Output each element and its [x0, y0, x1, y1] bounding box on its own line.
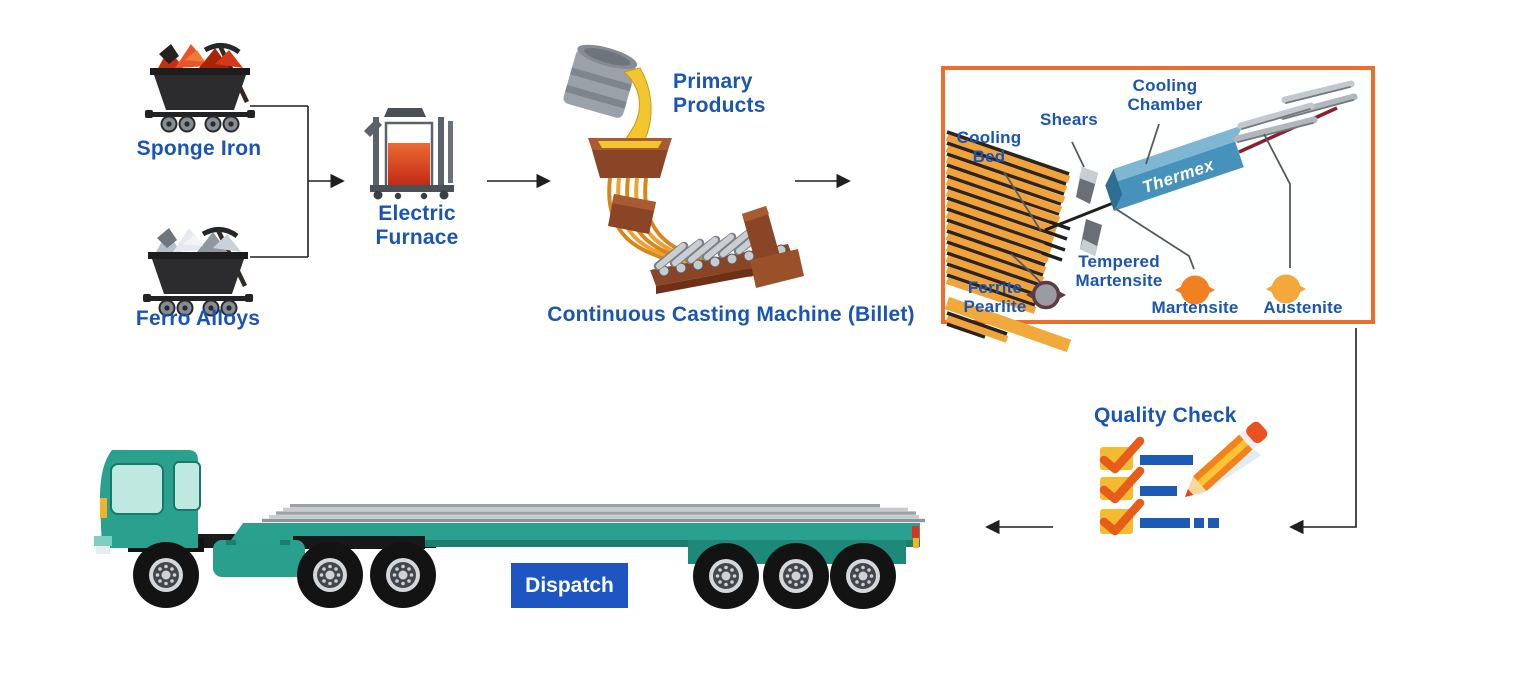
mine-cart-body — [145, 68, 255, 118]
steel-bars-load — [262, 504, 925, 523]
electric-furnace-icon — [364, 108, 454, 200]
mine-cart-body — [143, 252, 253, 302]
cooling-chamber-label: Cooling Chamber — [1127, 76, 1203, 115]
cab-rear-wheel — [297, 542, 363, 608]
ferro-alloys-label: Ferro Alloys — [135, 307, 261, 330]
cooling-bed-label: Cooling Bed — [956, 128, 1022, 167]
quality-check-icon — [1099, 421, 1268, 536]
bed-edge — [944, 296, 1072, 353]
checklist — [1099, 436, 1219, 536]
primary-products-label: Primary Products — [673, 70, 766, 117]
strand-clamp — [608, 194, 656, 234]
tail-light — [912, 526, 919, 538]
ferro-alloy-ore — [155, 228, 241, 254]
tundish — [588, 138, 672, 178]
cooling-section-graphic: Thermex — [944, 80, 1358, 353]
pencil-icon — [1185, 421, 1268, 497]
dispatch-badge: Dispatch — [511, 563, 628, 608]
martensite-label: Martensite — [1151, 298, 1239, 317]
sponge-iron-label: Sponge Iron — [136, 137, 262, 160]
truck-cab — [94, 450, 425, 577]
cab-rear-wheel — [370, 542, 436, 608]
electric-furnace-label: Electric Furnace — [375, 202, 459, 249]
austenite-label: Austenite — [1263, 298, 1343, 317]
steel-bars-icon — [1233, 80, 1358, 143]
molten-metal — [388, 143, 430, 186]
cooling-section-box: Thermex — [941, 66, 1375, 353]
trailer-wheel — [830, 543, 896, 609]
casting-machine-icon — [563, 44, 804, 294]
shears-icon — [1076, 167, 1102, 256]
ferrite-pearlite-dot — [1026, 280, 1066, 310]
shears-label: Shears — [1040, 110, 1098, 129]
sponge-iron-ore — [157, 44, 243, 70]
sponge-iron-cart-icon — [145, 43, 255, 133]
quality-check-label: Quality Check — [1094, 404, 1237, 427]
thermex-chamber-icon: Thermex — [1105, 125, 1244, 211]
cooling-bed-icon — [944, 130, 1072, 353]
ferrite-pearlite-label: Ferrite Pearlite — [963, 278, 1027, 317]
trailer-wheel — [763, 543, 829, 609]
fuel-tank — [213, 540, 305, 577]
ferro-alloys-cart-icon — [143, 227, 253, 317]
dispatch-truck-icon — [94, 450, 925, 609]
arrow-cooling-to-quality — [1289, 328, 1357, 535]
marker-light — [100, 498, 107, 518]
leader-lines — [1003, 123, 1291, 285]
ladle — [563, 44, 638, 118]
casting-machine-label: Continuous Casting Machine (Billet) — [547, 303, 915, 326]
front-wheel — [133, 542, 199, 608]
exit-guide — [742, 206, 804, 288]
trailer-wheel — [693, 543, 759, 609]
tempered-martensite-label: Tempered Martensite — [1075, 252, 1163, 291]
